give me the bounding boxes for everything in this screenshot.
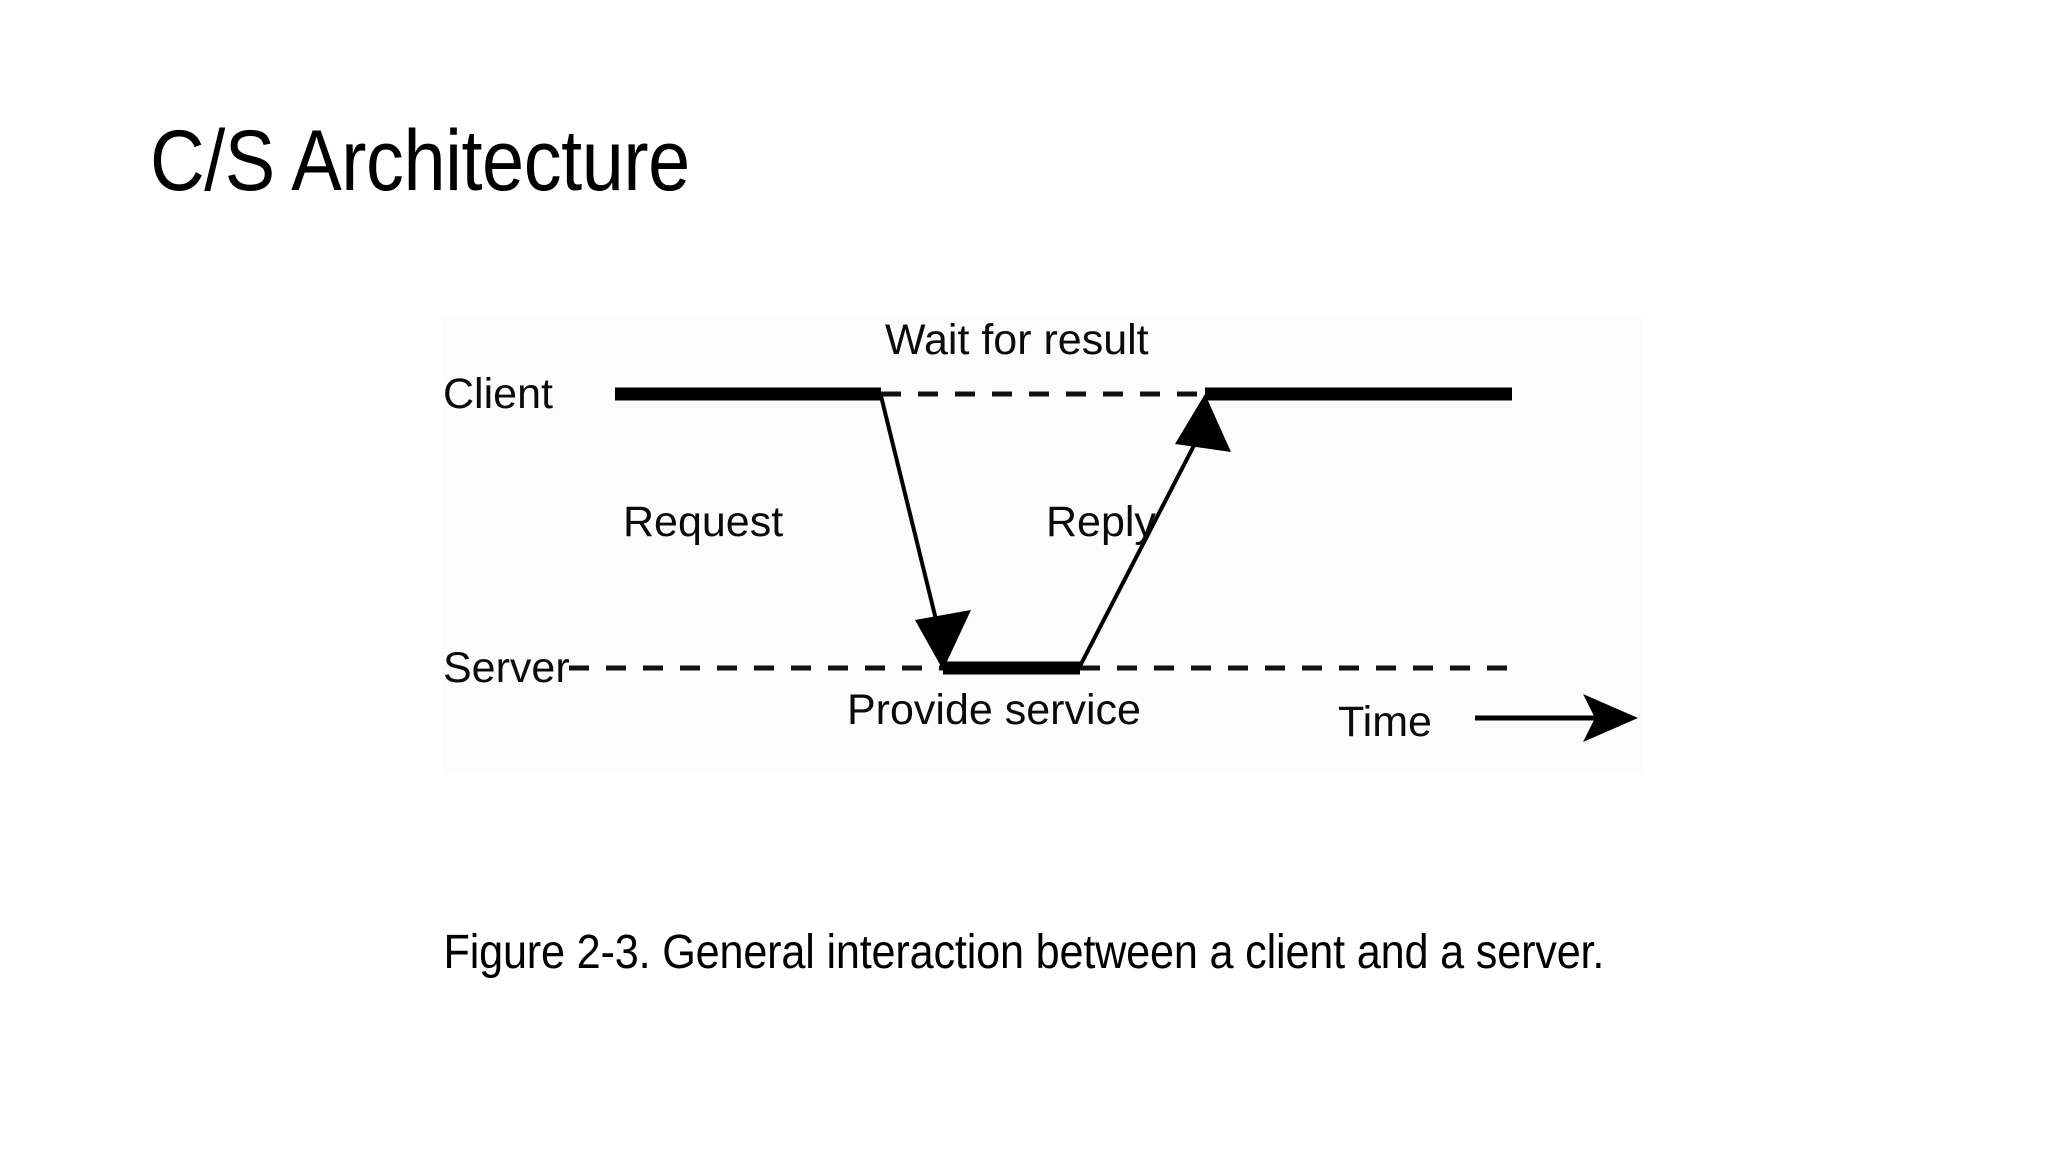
page-title: C/S Architecture xyxy=(150,113,690,209)
wait-for-result-label: Wait for result xyxy=(885,318,1149,364)
reply-arrow-line xyxy=(1078,427,1205,667)
time-axis-arrow-head xyxy=(1583,694,1638,742)
figure-caption-text: Figure 2-3. General interaction between … xyxy=(443,926,1605,979)
figure-container: Client Wait for result Server Request xyxy=(443,318,1643,773)
figure-caption: Figure 2-3. General interaction between … xyxy=(0,925,2048,980)
request-label: Request xyxy=(623,498,783,546)
client-label: Client xyxy=(443,370,553,418)
time-axis-label: Time xyxy=(1338,698,1432,746)
request-arrow-head xyxy=(915,610,971,670)
reply-label: Reply xyxy=(1046,498,1156,546)
reply-arrow-head xyxy=(1175,394,1231,452)
diagram-image: Client Wait for result Server Request xyxy=(443,318,1643,773)
server-label: Server xyxy=(443,644,570,692)
request-arrow-line xyxy=(879,395,943,641)
sequence-diagram-svg: Client Wait for result Server Request xyxy=(443,318,1638,746)
provide-service-label: Provide service xyxy=(847,686,1141,734)
